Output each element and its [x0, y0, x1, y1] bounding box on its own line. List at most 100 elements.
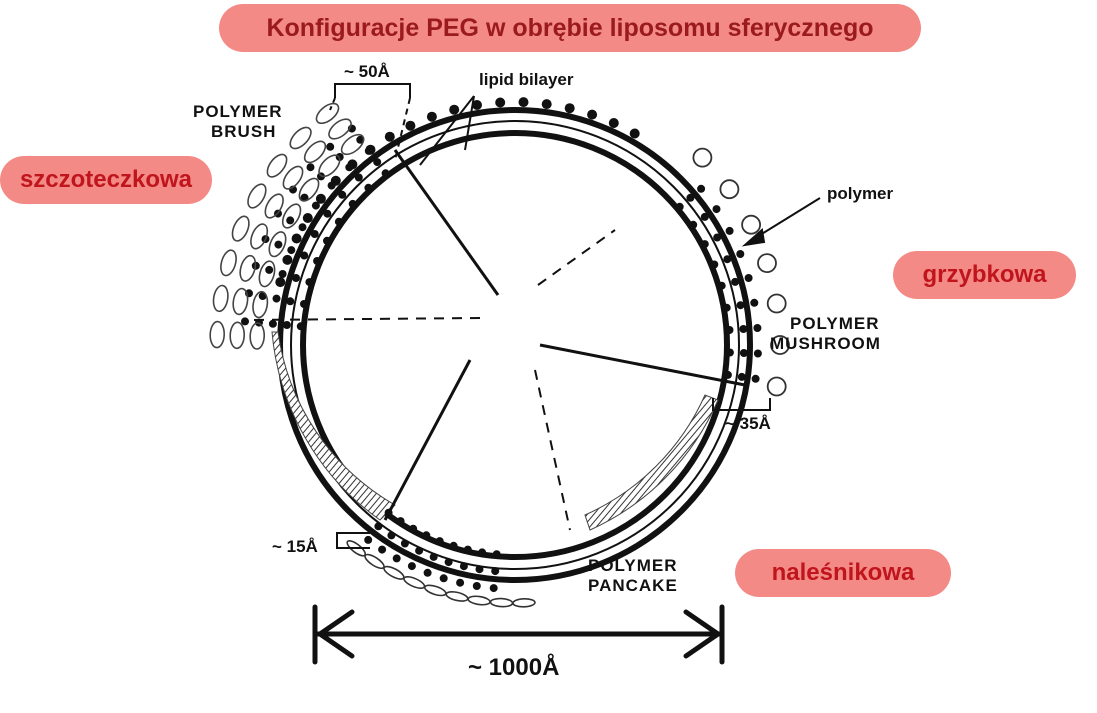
head-group	[689, 220, 698, 229]
brush-dimension: ~ 50Å	[344, 62, 390, 81]
mushroom-coil	[770, 335, 790, 355]
head-group	[315, 193, 326, 204]
brush-label-line1: POLYMER	[193, 102, 283, 121]
head-group	[338, 190, 347, 199]
pancake-hatch-left	[271, 331, 396, 521]
head-group	[736, 301, 745, 310]
sector-lines	[249, 149, 746, 531]
head-group	[429, 552, 438, 561]
head-group	[472, 582, 481, 590]
head-group	[373, 158, 382, 167]
head-group	[439, 574, 448, 583]
brush-coil	[252, 290, 269, 319]
head-group	[717, 281, 726, 290]
brush-coil	[250, 223, 269, 250]
head-group	[409, 524, 418, 533]
head-group	[629, 128, 640, 139]
diameter-arrow	[312, 604, 725, 665]
brush-coil	[298, 177, 320, 202]
head-group	[744, 274, 753, 282]
pancake-chain	[423, 584, 447, 597]
head-group	[700, 240, 709, 249]
mushroom-coil	[719, 179, 740, 200]
head-group	[306, 163, 315, 172]
head-group	[475, 565, 484, 574]
head-group	[739, 349, 748, 357]
head-group	[587, 109, 598, 120]
head-group	[286, 216, 295, 225]
brush-coil	[340, 133, 365, 156]
mushroom-coil	[692, 147, 713, 168]
head-group	[415, 546, 424, 555]
mushroom-coil	[741, 214, 761, 235]
pancake-chain	[512, 597, 536, 608]
head-group	[275, 277, 286, 288]
head-group	[381, 169, 390, 178]
head-group	[298, 223, 307, 232]
head-group	[489, 584, 498, 593]
head-group	[753, 349, 762, 358]
brush-coil	[266, 153, 288, 178]
head-group	[302, 213, 313, 223]
head-group	[444, 558, 453, 567]
head-group	[710, 260, 719, 269]
head-group	[387, 531, 396, 540]
head-group	[751, 374, 760, 383]
brush-coil	[239, 254, 257, 282]
head-group	[753, 324, 762, 332]
head-group	[292, 274, 300, 282]
head-group	[456, 578, 465, 587]
head-group	[739, 325, 748, 333]
head-group	[725, 348, 734, 357]
head-group	[384, 131, 395, 142]
pancake-label: POLYMER PANCAKE	[588, 556, 678, 595]
head-group	[345, 163, 354, 172]
head-group	[268, 319, 277, 328]
head-group	[305, 278, 314, 287]
brush-coil	[258, 260, 276, 288]
pancake-chain	[346, 540, 367, 557]
head-group	[435, 537, 444, 546]
brush-coil	[289, 126, 312, 150]
head-group	[723, 370, 732, 379]
head-group	[731, 277, 740, 286]
head-group	[491, 567, 500, 576]
mushroom-pl-label: grzybkowa	[893, 251, 1076, 299]
brush-coil	[232, 287, 249, 316]
head-group	[712, 205, 721, 214]
head-group	[697, 184, 706, 193]
head-group	[278, 270, 287, 278]
mushroom-coil	[757, 253, 777, 274]
head-group	[686, 193, 695, 202]
brush-dimension-bracket	[329, 83, 411, 161]
brush-label-line2: BRUSH	[211, 121, 277, 141]
lipid-head-groups	[241, 97, 762, 593]
pancake-label-line1: POLYMER	[588, 556, 678, 575]
head-group	[323, 209, 332, 218]
head-group	[392, 554, 401, 563]
head-group	[495, 97, 506, 108]
head-group	[492, 550, 501, 559]
brush-coil	[264, 193, 284, 219]
head-group	[274, 240, 283, 249]
head-group	[311, 201, 320, 210]
head-group	[700, 212, 709, 221]
head-group	[675, 202, 684, 211]
head-group	[737, 372, 746, 381]
pancake-chain	[489, 597, 514, 608]
lipid-bilayer-pointers	[419, 95, 475, 166]
head-group	[407, 562, 416, 571]
brush-coil	[220, 249, 237, 277]
mushroom-dimension-bracket	[712, 398, 771, 411]
head-group	[310, 230, 319, 238]
brush-coil	[212, 284, 229, 313]
mushroom-coil	[766, 376, 787, 397]
pancake-label-line2: PANCAKE	[588, 575, 678, 595]
head-group	[327, 181, 336, 190]
head-group	[286, 297, 295, 306]
lipid-bilayer-label: lipid bilayer	[479, 70, 574, 89]
brush-coil	[303, 140, 327, 164]
head-group	[356, 135, 365, 144]
head-group	[326, 142, 335, 151]
